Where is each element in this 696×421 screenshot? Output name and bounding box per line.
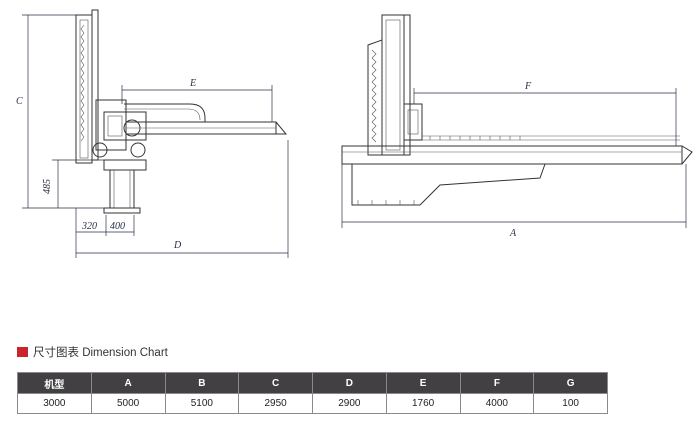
dim-label-400: 400 xyxy=(110,221,125,232)
section-heading: 尺寸图表 Dimension Chart xyxy=(17,345,168,359)
cell-f: 4000 xyxy=(459,393,535,414)
header-model: 机型 xyxy=(17,372,92,394)
dim-label-320: 320 xyxy=(81,221,97,232)
cell-a: 5000 xyxy=(90,393,166,414)
header-a: A xyxy=(90,372,166,394)
dim-label-e: E xyxy=(189,78,196,89)
dim-label-a: A xyxy=(509,228,517,239)
cell-c: 2950 xyxy=(238,393,313,414)
cell-d: 2900 xyxy=(312,393,387,414)
table-row: 3000 5000 5100 2950 2900 1760 4000 100 xyxy=(17,393,608,414)
header-f: F xyxy=(459,372,535,394)
dim-label-c: C xyxy=(16,96,23,107)
side-view: C 485 320 400 D E xyxy=(16,9,289,258)
dim-label-f: F xyxy=(524,81,532,92)
cell-b: 5100 xyxy=(164,393,240,414)
header-g: G xyxy=(533,372,608,394)
cell-model: 3000 xyxy=(17,393,92,414)
cell-e: 1760 xyxy=(385,393,461,414)
dim-label-485: 485 xyxy=(42,179,53,194)
dimension-table: 机型 A B C D E F G 3000 5000 5100 2950 290… xyxy=(17,372,608,414)
table-header-row: 机型 A B C D E F G xyxy=(17,372,608,394)
header-d: D xyxy=(312,372,387,394)
technical-drawing: C 485 320 400 D E xyxy=(16,9,693,258)
cell-g: 100 xyxy=(533,393,608,414)
header-e: E xyxy=(385,372,461,394)
section-title: 尺寸图表 Dimension Chart xyxy=(33,347,168,359)
header-b: B xyxy=(164,372,240,394)
header-c: C xyxy=(238,372,313,394)
front-view: F A xyxy=(341,14,693,239)
dim-label-d: D xyxy=(173,240,182,251)
red-square-icon xyxy=(17,347,28,357)
